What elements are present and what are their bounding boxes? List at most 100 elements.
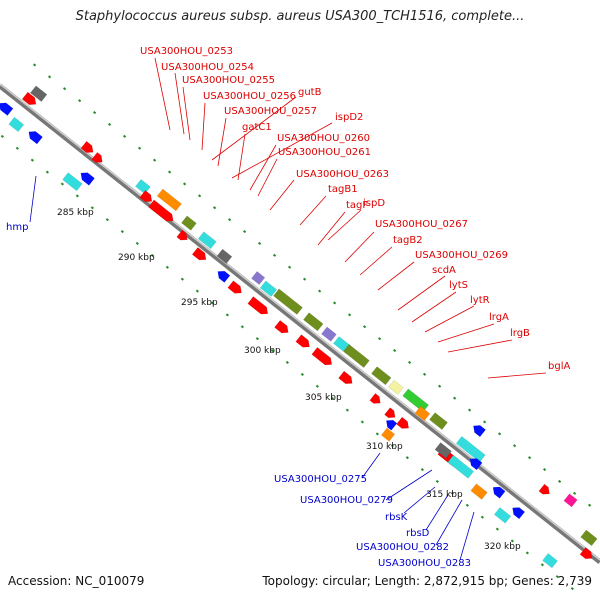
scale-dash (15, 146, 19, 150)
gene-label[interactable]: scdA (432, 265, 456, 276)
gene-feature (512, 507, 526, 520)
gene-label[interactable]: USA300HOU_0253 (140, 46, 233, 57)
genome-backbone-highlight (0, 83, 600, 561)
scale-dash (377, 337, 382, 341)
leader-line (182, 86, 191, 141)
gene-feature (216, 248, 233, 264)
scale-dash (390, 444, 394, 448)
gene-label[interactable]: lrgA (489, 312, 509, 323)
gene-feature (579, 546, 593, 560)
leader-line (425, 494, 449, 531)
map-title: Staphylococcus aureus subsp. aureus USA3… (75, 9, 525, 24)
gene-label[interactable]: USA300HOU_0254 (161, 62, 254, 73)
gene-label[interactable]: tagB1 (328, 184, 358, 195)
gene-label[interactable]: USA300HOU_0255 (182, 75, 275, 86)
scale-dash (120, 230, 124, 234)
scale-dash (0, 134, 4, 138)
gene-feature (62, 172, 83, 192)
gene-feature (563, 493, 578, 508)
scale-dash (347, 313, 352, 317)
gene-label[interactable]: tagB2 (393, 235, 423, 246)
scale-dash (407, 360, 412, 365)
scale-dash (122, 134, 127, 138)
gene-feature (274, 319, 289, 334)
gene-feature (542, 553, 558, 569)
gene-label[interactable]: lrgB (510, 328, 530, 339)
forward-gene-labels: USA300HOU_0253 USA300HOU_0254 USA300HOU_… (140, 46, 570, 372)
scale-dash (375, 432, 379, 436)
scale-dash (392, 348, 397, 353)
gene-feature (139, 190, 153, 203)
gene-label[interactable]: USA300HOU_0261 (278, 147, 371, 158)
scale-dash (32, 63, 37, 67)
leader-line (397, 275, 446, 311)
gene-label[interactable]: rbsK (385, 512, 408, 523)
scale-dash (90, 206, 94, 210)
scale-label: 315 kbp (426, 490, 463, 500)
leader-line (359, 246, 393, 276)
scale-dash (137, 146, 142, 150)
scale-dash (257, 241, 262, 246)
gene-feature (21, 91, 37, 105)
gene-label[interactable]: bglA (548, 361, 570, 372)
gene-feature (380, 427, 396, 442)
scale-dash (62, 87, 67, 91)
scale-label: 305 kbp (305, 393, 342, 403)
gene-label[interactable]: USA300HOU_0260 (277, 133, 370, 144)
gene-label[interactable]: USA300HOU_0267 (375, 219, 468, 230)
scale-dash (465, 503, 469, 507)
gene-label[interactable]: gatC1 (242, 122, 272, 133)
scale-dash (195, 289, 199, 293)
gene-feature (321, 326, 337, 342)
scale-dash (542, 467, 547, 472)
scale-dash (107, 122, 112, 127)
gene-label[interactable]: gutB (298, 87, 322, 98)
gene-label[interactable]: USA300HOU_0256 (203, 91, 296, 102)
scale-dash (47, 75, 52, 79)
gene-feature (295, 334, 310, 348)
gene-label[interactable]: USA300HOU_0279 (300, 495, 393, 506)
scale-dash (555, 575, 559, 579)
gene-label[interactable]: USA300HOU_0275 (274, 474, 367, 485)
scale-dash (45, 170, 49, 174)
scale-dash (105, 218, 109, 222)
gene-feature (80, 172, 95, 186)
gene-label[interactable]: USA300HOU_0269 (415, 250, 508, 261)
leader-line (361, 452, 381, 479)
accession-text: Accession: NC_010079 (8, 574, 145, 588)
gene-feature (447, 454, 475, 479)
gene-label[interactable]: ispD2 (335, 112, 363, 123)
leader-line (437, 323, 495, 343)
scale-label: 295 kbp (181, 298, 218, 308)
scale-dash (302, 277, 307, 281)
scale-label: 320 kbp (484, 542, 521, 552)
gene-feature (251, 271, 266, 286)
genome-backbone (0, 84, 600, 564)
gene-feature (197, 231, 217, 250)
topology-text: Topology: circular; Length: 2,872,915 bp… (262, 574, 592, 588)
gene-label[interactable]: lytS (449, 280, 468, 291)
gene-label[interactable]: USA300HOU_0257 (224, 106, 317, 117)
scale-dash (362, 325, 367, 329)
gene-label[interactable]: USA300HOU_0282 (356, 542, 449, 553)
gene-feature (28, 131, 43, 145)
gene-feature (217, 270, 231, 283)
gene-label[interactable]: USA300HOU_0283 (378, 558, 471, 569)
leader-line (217, 117, 227, 167)
gene-label[interactable]: rbsD (406, 528, 430, 539)
gene-label[interactable]: USA300HOU_0263 (296, 169, 389, 180)
scale-dash (225, 313, 229, 317)
leader-line (237, 133, 246, 181)
gene-label[interactable]: ispD (363, 198, 385, 209)
gene-feature (247, 296, 269, 315)
gene-feature (538, 483, 550, 495)
gene-label[interactable]: lytR (470, 295, 490, 306)
leader-line (377, 261, 415, 291)
gene-feature (429, 412, 448, 430)
gene-label[interactable]: tagF (346, 200, 368, 211)
gene-label[interactable]: hmp (6, 222, 28, 233)
leader-line (269, 179, 295, 211)
gene-feature (80, 140, 94, 153)
gene-feature (30, 85, 48, 102)
